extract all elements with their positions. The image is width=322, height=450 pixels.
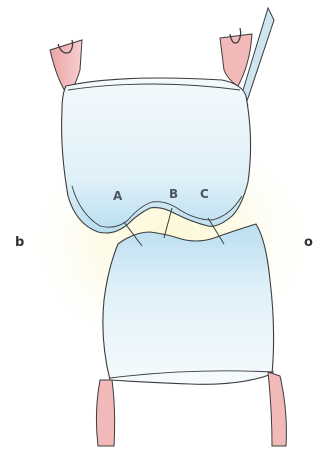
lower-root-right	[268, 372, 286, 446]
lower-tooth-crown	[103, 224, 274, 384]
lower-root-left	[96, 380, 114, 446]
label-contact-c: C	[200, 187, 209, 201]
label-side-left: b	[15, 235, 24, 250]
label-contact-a: A	[113, 189, 123, 203]
label-side-right: o	[304, 235, 313, 250]
label-contact-b: B	[169, 187, 178, 201]
